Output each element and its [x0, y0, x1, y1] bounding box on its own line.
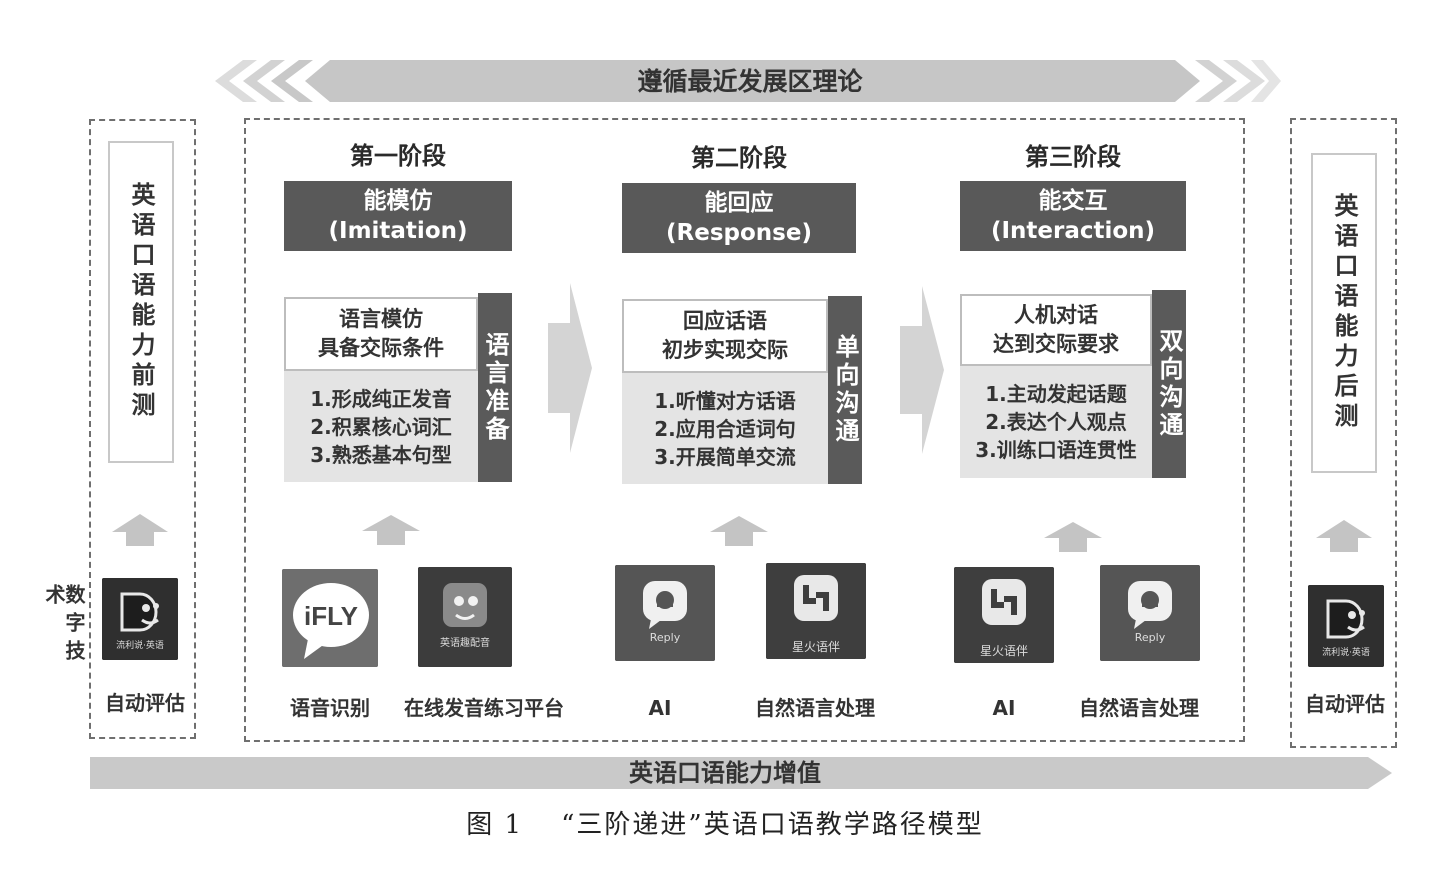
post-test-panel: [1290, 118, 1397, 748]
stage-3-goal-line1: 人机对话: [1014, 303, 1098, 327]
stage-3-item: 3.训练口语连贯性: [975, 438, 1137, 462]
stage-2-to-3-arrow: [900, 286, 944, 454]
stages-frame: [244, 118, 1245, 742]
stage-3-app-1-caption: AI: [992, 696, 1016, 720]
ifly-logo-text: iFLY: [304, 601, 358, 631]
stage-3-header-cn: 能交互: [1038, 188, 1108, 214]
stage-2-items: 1.听懂对方话语 2.应用合适词句 3.开展简单交流: [622, 373, 828, 484]
stage-1-up-arrow: [362, 515, 420, 545]
qupeiyin-app-icon: 英语趣配音: [418, 567, 512, 667]
ifly-app-icon: iFLY: [282, 569, 378, 667]
stage-1-to-2-arrow: [548, 283, 592, 453]
stage-2-header-en: (Response): [666, 220, 812, 246]
top-banner-label: 遵循最近发展区理论: [637, 67, 863, 96]
post-test-label: 英语口语能力后测: [1330, 193, 1358, 433]
liulishuo-app-name: 流利说·英语: [116, 641, 164, 651]
liulishuo-app-name: 流利说·英语: [1322, 648, 1370, 658]
stage-1-app-2-caption: 在线发音练习平台: [404, 696, 564, 720]
figure-title: “三阶递进”英语口语教学路径模型: [561, 810, 984, 840]
qupeiyin-app-name: 英语趣配音: [440, 638, 490, 649]
ifly-logo-icon: iFLY: [282, 569, 378, 667]
tech-label: 数字技术: [42, 584, 86, 668]
liulishuo-logo-icon: [1308, 585, 1384, 667]
liulishuo-app-icon: 流利说·英语: [102, 578, 178, 660]
stage-3-header: 能交互 (Interaction): [960, 181, 1186, 251]
reply-logo-icon: [615, 565, 715, 661]
xinghuo-logo-icon: [766, 563, 866, 659]
stage-1-goal: 语言模仿 具备交际条件: [284, 297, 478, 371]
stage-3-items: 1.主动发起话题 2.表达个人观点 3.训练口语连贯性: [960, 366, 1152, 478]
stage-2-tag: 单向沟通: [831, 334, 859, 446]
post-test-up-arrow: [1316, 520, 1372, 552]
stage-2-header: 能回应 (Response): [622, 183, 856, 253]
stage-2-title: 第二阶段: [691, 144, 787, 172]
pre-test-up-arrow: [112, 514, 168, 546]
top-banner-arrow: [215, 60, 1281, 102]
stage-2-goal-line2: 初步实现交际: [662, 338, 788, 362]
stage-1-app-1-caption: 语音识别: [290, 696, 370, 720]
bottom-banner-arrow: [90, 757, 1392, 789]
bottom-banner-label: 英语口语能力增值: [629, 759, 821, 787]
xinghuo-app-name: 星火语伴: [791, 640, 840, 654]
stage-2-header-cn: 能回应: [704, 190, 774, 216]
stage-1-header: 能模仿 (Imitation): [284, 181, 512, 251]
reply-app-name: Reply: [1134, 631, 1166, 644]
stage-1-item: 1.形成纯正发音: [310, 386, 452, 411]
reply-app-name: Reply: [649, 631, 681, 644]
stage-1-title: 第一阶段: [350, 142, 446, 170]
pre-test-caption: 自动评估: [105, 691, 185, 715]
stage-1-tag: 语言准备: [481, 331, 509, 444]
pre-test-label-box: 英语口语能力前测: [108, 141, 174, 463]
stage-2-item: 1.听懂对方话语: [654, 388, 796, 413]
stage-1-header-en: (Imitation): [328, 218, 468, 244]
stage-2-tag-box: 单向沟通: [828, 296, 862, 484]
xinghuo-app-name: 星火语伴: [979, 644, 1028, 658]
stage-2-goal-line1: 回应话语: [683, 309, 767, 333]
xinghuo-logo-icon: [954, 567, 1054, 663]
post-test-label-box: 英语口语能力后测: [1311, 153, 1377, 473]
post-test-caption: 自动评估: [1305, 692, 1385, 716]
reply-app-icon: Reply: [1100, 565, 1200, 661]
stage-1-items: 1.形成纯正发音 2.积累核心词汇 3.熟悉基本句型: [284, 371, 478, 482]
stage-3-tag: 双向沟通: [1155, 328, 1183, 440]
stage-3-goal-line2: 达到交际要求: [993, 332, 1119, 356]
stage-2-item: 3.开展简单交流: [654, 444, 796, 469]
tech-label-box: 数字技术: [42, 584, 86, 694]
figure-number: 图 1: [466, 810, 524, 840]
stage-1-header-cn: 能模仿: [363, 188, 433, 214]
stage-1-item: 3.熟悉基本句型: [310, 442, 452, 467]
liulishuo-app-icon: 流利说·英语: [1308, 585, 1384, 667]
reply-app-icon: Reply: [615, 565, 715, 661]
stage-3-goal: 人机对话 达到交际要求: [960, 294, 1152, 366]
stage-2-app-2-caption: 自然语言处理: [755, 696, 875, 720]
stage-3-item: 2.表达个人观点: [985, 410, 1127, 434]
stage-3-app-2-caption: 自然语言处理: [1079, 696, 1199, 720]
stage-1-goal-line1: 语言模仿: [339, 307, 423, 331]
pre-test-label: 英语口语能力前测: [127, 182, 155, 422]
stage-2-up-arrow: [710, 516, 768, 546]
stage-3-title: 第三阶段: [1025, 143, 1121, 171]
stage-1-tag-box: 语言准备: [478, 293, 512, 482]
figure-caption: 图 1 “三阶递进”英语口语教学路径模型: [300, 805, 1150, 845]
stage-3-item: 1.主动发起话题: [985, 382, 1127, 406]
pre-test-panel: [89, 119, 196, 739]
xinghuo-app-icon: 星火语伴: [954, 567, 1054, 663]
qupeiyin-logo-icon: [418, 567, 512, 667]
xinghuo-app-icon: 星火语伴: [766, 563, 866, 659]
stage-2-app-1-caption: AI: [648, 696, 672, 720]
stage-1-goal-line2: 具备交际条件: [318, 336, 444, 360]
stage-3-tag-box: 双向沟通: [1152, 290, 1186, 478]
stage-3-up-arrow: [1044, 522, 1102, 552]
stage-2-goal: 回应话语 初步实现交际: [622, 299, 828, 373]
liulishuo-logo-icon: [102, 578, 178, 660]
stage-1-item: 2.积累核心词汇: [310, 414, 452, 439]
stage-3-header-en: (Interaction): [990, 218, 1156, 244]
stage-2-item: 2.应用合适词句: [654, 416, 796, 441]
reply-logo-icon: [1100, 565, 1200, 661]
